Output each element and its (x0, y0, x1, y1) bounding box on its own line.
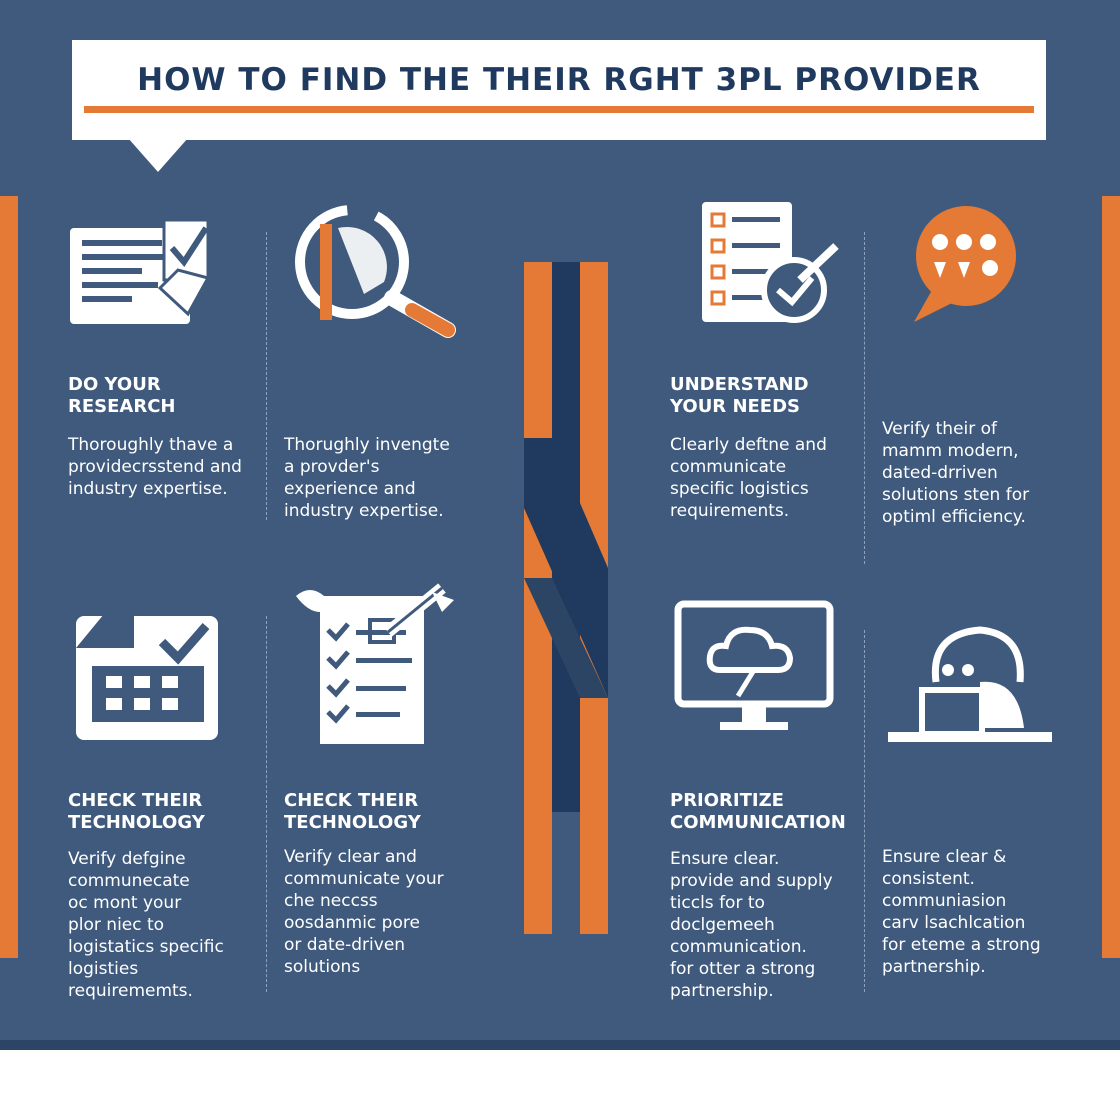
needs-title: UNDERSTAND YOUR NEEDS (670, 374, 809, 417)
tech2-title: CHECK THEIR TECHNOLOGY (284, 790, 421, 833)
research-text: Thoroughly thave a providecrsstend and i… (68, 435, 242, 499)
tech1-text: Verify defgine communecate oc mont your … (68, 849, 224, 1001)
needs-text: Clearly deftne and communicate specific … (670, 435, 827, 521)
comm1-title: PRIORITIZE COMMUNICATION (670, 790, 846, 833)
research-title: DO YOUR RESEARCH (68, 374, 176, 417)
tech2-text: Verify clear and communicate your che ne… (284, 847, 444, 977)
title-underline (84, 106, 1034, 113)
banner-pointer (128, 138, 188, 172)
comm1-text: Ensure clear. provide and supply ticcls … (670, 849, 833, 1001)
divider-left-bottom (266, 616, 267, 992)
right-accent-bar (1102, 196, 1120, 958)
comm2-text: Ensure clear & consistent. communiasion … (882, 847, 1041, 977)
magnifier-icon (295, 205, 456, 338)
divider-right-top (864, 232, 865, 564)
left-accent-bar (0, 196, 18, 958)
calendar-check-icon (76, 614, 218, 740)
verify-text: Verify their of mamm modern, dated-drriv… (882, 419, 1030, 527)
page-title: HOW TO FIND THE THEIR RGHT 3PL PROVIDER (137, 62, 981, 98)
checklist-icon (702, 202, 839, 323)
divider-left-top (266, 232, 267, 520)
divider-right-bottom (864, 630, 865, 992)
clipboard-pen-icon (296, 583, 454, 744)
speech-bubble-icon (914, 206, 1016, 322)
tech1-title: CHECK THEIR TECHNOLOGY (68, 790, 205, 833)
center-ribbon-graphic (524, 262, 608, 934)
title-banner: HOW TO FIND THE THEIR RGHT 3PL PROVIDER (72, 40, 1046, 140)
bottom-strip (0, 1040, 1120, 1050)
document-check-icon (70, 218, 211, 324)
investigate-text: Thorughly invengte a provder's experienc… (284, 435, 450, 521)
cloud-monitor-icon (674, 600, 834, 730)
person-laptop-icon (888, 626, 1052, 742)
